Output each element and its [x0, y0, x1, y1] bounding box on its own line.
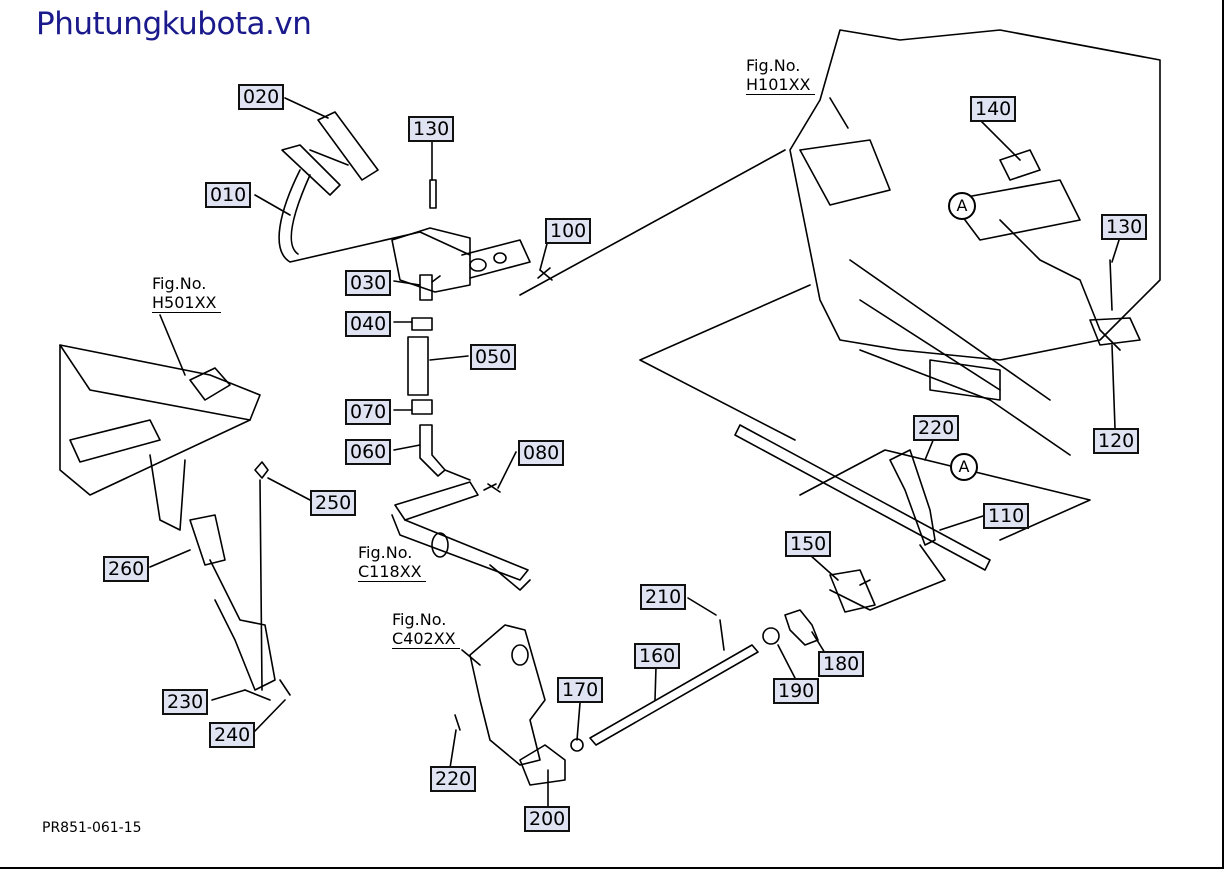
- part-label: 180: [818, 651, 865, 677]
- part-label: 120: [1093, 428, 1140, 454]
- reference-marker: A: [948, 192, 976, 220]
- fig-ref-label: Fig.No.: [746, 56, 801, 75]
- part-label: 250: [310, 490, 357, 516]
- part-label: 140: [970, 96, 1017, 122]
- fig-ref-code: C402XX: [392, 629, 460, 649]
- part-label: 210: [640, 584, 687, 610]
- part-label: 080: [518, 440, 565, 466]
- part-label: 150: [785, 531, 832, 557]
- part-label: 190: [773, 678, 820, 704]
- fig-ref-code: H501XX: [152, 293, 221, 313]
- part-label: 060: [345, 439, 392, 465]
- part-label: 170: [557, 677, 604, 703]
- fig-ref-code: H101XX: [746, 75, 815, 95]
- part-label: 050: [470, 344, 517, 370]
- fig-ref-code: C118XX: [358, 562, 426, 582]
- part-label: 030: [345, 270, 392, 296]
- part-label: 110: [983, 503, 1030, 529]
- part-label: 020: [238, 84, 285, 110]
- part-label: 240: [209, 722, 256, 748]
- drawing-code: PR851-061-15: [42, 820, 142, 836]
- fig-ref: Fig.No. C118XX: [358, 543, 426, 582]
- part-label: 130: [1101, 214, 1148, 240]
- fig-ref: Fig.No. C402XX: [392, 610, 460, 649]
- fig-ref-label: Fig.No.: [392, 610, 447, 629]
- fig-ref: Fig.No. H501XX: [152, 274, 221, 313]
- part-label: 230: [162, 689, 209, 715]
- part-label: 070: [345, 399, 392, 425]
- part-label: 220: [430, 766, 477, 792]
- fig-ref-label: Fig.No.: [152, 274, 207, 293]
- part-label: 160: [634, 643, 681, 669]
- fig-ref: Fig.No. H101XX: [746, 56, 815, 95]
- part-label: 130: [408, 116, 455, 142]
- site-title: Phutungkubota.vn: [36, 6, 312, 42]
- part-label: 260: [103, 556, 150, 582]
- part-label: 040: [345, 311, 392, 337]
- fig-ref-label: Fig.No.: [358, 543, 413, 562]
- part-label: 010: [205, 182, 252, 208]
- part-label: 200: [524, 806, 571, 832]
- part-label: 100: [545, 218, 592, 244]
- part-label: 220: [913, 415, 960, 441]
- reference-marker: A: [950, 453, 978, 481]
